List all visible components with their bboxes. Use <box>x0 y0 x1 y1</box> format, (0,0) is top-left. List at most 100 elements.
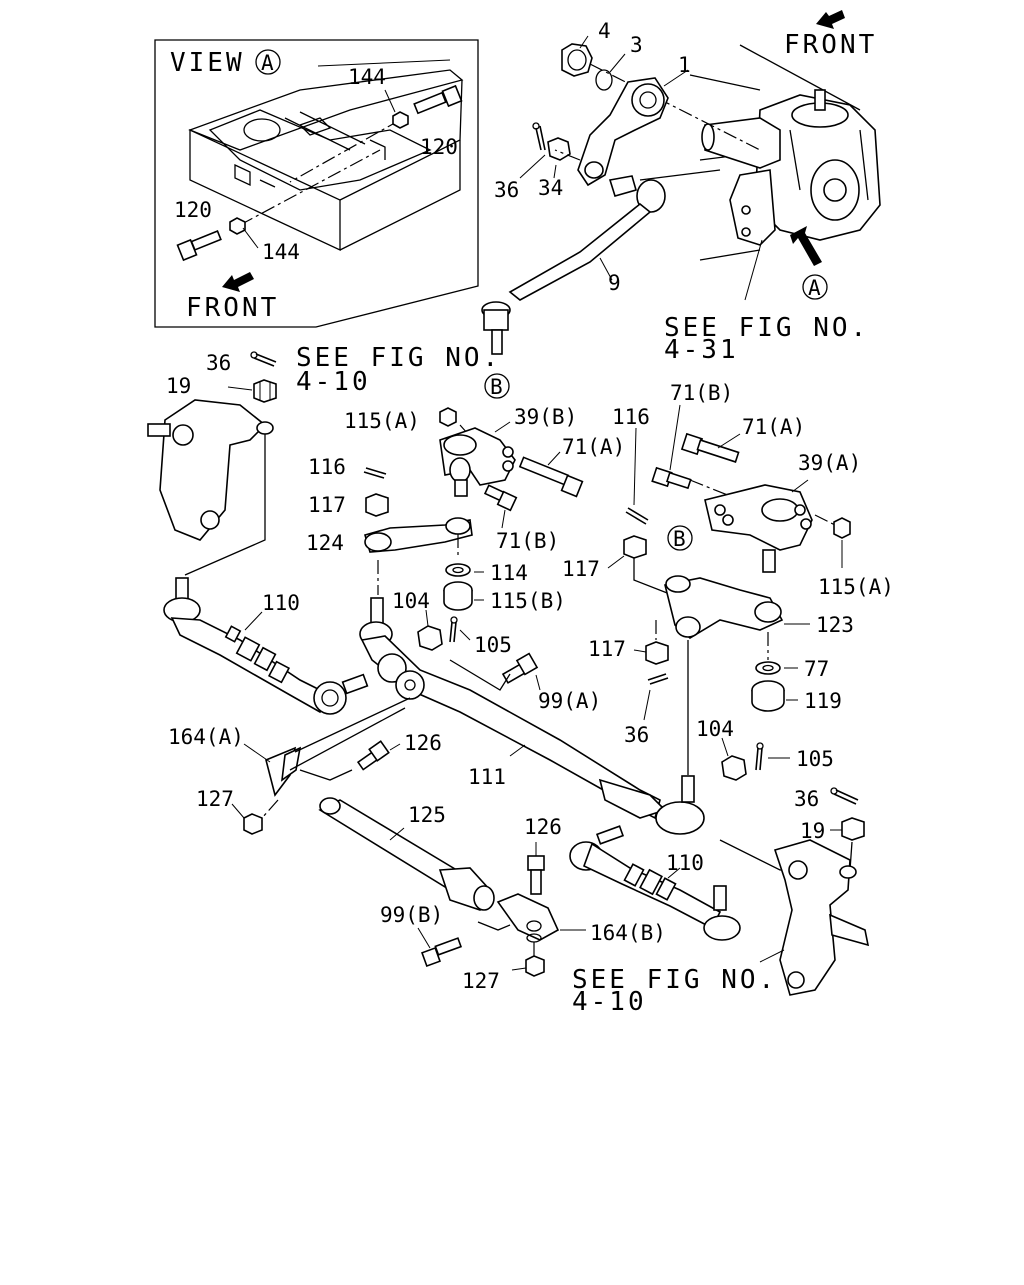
idler-arm-123 <box>664 575 784 639</box>
label-111: 111 <box>468 765 506 789</box>
label-39a: 39(A) <box>798 451 861 475</box>
label-105-right: 105 <box>796 747 834 771</box>
inset-front-arrow-icon <box>222 272 254 292</box>
label-126-bottom: 126 <box>524 815 562 839</box>
castle-nut-19-left <box>253 379 277 403</box>
nut-115b <box>443 581 473 611</box>
castle-nut-19-right <box>841 817 865 841</box>
see-fig-bottom: SEE FIG NO. <box>572 965 777 995</box>
inset-marker: A <box>261 51 274 75</box>
cotter-pin-105-left <box>449 616 458 643</box>
nut-119 <box>751 680 785 712</box>
bolt-120-bottom <box>176 230 222 262</box>
inset-frame <box>154 39 479 328</box>
damper-bracket-164a <box>265 746 302 797</box>
see-fig-left: SEE FIG NO. <box>296 343 501 373</box>
pitman-arm-1 <box>577 77 669 187</box>
nut-127-left <box>243 813 263 835</box>
label-144-bottom: 144 <box>262 240 300 264</box>
front-arrow-icon <box>816 10 845 29</box>
inset-front-label: FRONT <box>186 293 279 323</box>
idler-bracket-39a <box>704 484 813 573</box>
label-120-bottom: 120 <box>174 198 212 222</box>
label-115a-right: 115(A) <box>818 575 894 599</box>
castle-nut-104-left <box>417 625 443 651</box>
drag-link-9 <box>481 175 666 355</box>
inset-view-a: VIEW A <box>154 39 479 328</box>
castle-nut-104-right <box>721 755 747 781</box>
label-19-right: 19 <box>800 819 825 843</box>
bolt-126-bottom <box>527 855 545 895</box>
inset-title: VIEW <box>170 48 245 78</box>
label-115b: 115(B) <box>490 589 566 613</box>
see-fig-ref-4-10-bottom: 4-10 <box>572 987 647 1017</box>
label-117-right: 117 <box>588 637 626 661</box>
label-105-left: 105 <box>474 633 512 657</box>
label-116-right: 116 <box>612 405 650 429</box>
castle-nut-117-left <box>365 493 389 517</box>
label-71b-right: 71(B) <box>670 381 733 405</box>
bolt-71b-left <box>483 484 518 512</box>
marker-b-top: B <box>490 375 503 399</box>
cotter-pin-36-top <box>532 122 546 151</box>
label-77: 77 <box>804 657 829 681</box>
label-117-right-top: 117 <box>562 557 600 581</box>
label-124: 124 <box>306 531 344 555</box>
label-123: 123 <box>816 613 854 637</box>
steering-gear-box <box>639 44 881 261</box>
see-fig-top: SEE FIG NO. <box>664 313 869 343</box>
label-36-top: 36 <box>494 178 519 202</box>
label-115a-left: 115(A) <box>344 409 420 433</box>
see-fig-ref-4-31: 4-31 <box>664 335 739 365</box>
nut-144-bottom <box>229 217 246 235</box>
label-144-top: 144 <box>348 65 386 89</box>
label-119: 119 <box>804 689 842 713</box>
marker-a-circle <box>802 274 828 300</box>
label-71b-left: 71(B) <box>496 529 559 553</box>
nut-4 <box>561 43 593 77</box>
washer-114 <box>445 563 471 577</box>
marker-a: A <box>808 276 821 300</box>
label-116-left: 116 <box>308 455 346 479</box>
castle-nut-117-right-top <box>623 535 647 559</box>
label-120-top: 120 <box>420 135 458 159</box>
cotter-pin-116-left <box>363 467 387 479</box>
marker-b-circle-right <box>667 525 693 551</box>
idler-arm-124 <box>364 517 473 553</box>
label-114: 114 <box>490 561 528 585</box>
label-104-right: 104 <box>696 717 734 741</box>
label-71a-left: 71(A) <box>562 435 625 459</box>
label-1: 1 <box>678 53 691 77</box>
steering-damper-125 <box>318 797 495 911</box>
cotter-pin-36-right <box>830 787 859 805</box>
bolt-71a-left <box>518 456 584 498</box>
bolt-99b <box>421 937 463 967</box>
cotter-pin-36-mid <box>647 673 669 685</box>
knuckle-left <box>147 399 274 541</box>
nut-34 <box>547 137 571 161</box>
label-3: 3 <box>630 33 643 57</box>
tie-rod-110-right <box>569 825 741 941</box>
washer-3 <box>595 69 613 91</box>
label-117-left: 117 <box>308 493 346 517</box>
label-36-right: 36 <box>794 787 819 811</box>
damper-bracket-164b <box>496 893 560 943</box>
label-126-left: 126 <box>404 731 442 755</box>
label-34: 34 <box>538 176 563 200</box>
label-104-left: 104 <box>392 589 430 613</box>
castle-nut-117-right <box>645 641 669 665</box>
see-fig-ref-4-10-left: 4-10 <box>296 367 371 397</box>
label-36-mid: 36 <box>624 723 649 747</box>
view-arrow-icon <box>790 226 822 266</box>
bolt-71a-right <box>680 432 740 463</box>
marker-b-circle-top <box>484 373 510 399</box>
nut-127-bottom <box>525 955 545 977</box>
cotter-pin-105-right <box>755 742 764 771</box>
bolt-71b-right <box>651 466 692 490</box>
bolt-120-top <box>413 84 463 115</box>
label-110-left: 110 <box>262 591 300 615</box>
label-19-left: 19 <box>166 374 191 398</box>
washer-77 <box>755 661 781 675</box>
cotter-pin-36-left <box>250 351 277 367</box>
